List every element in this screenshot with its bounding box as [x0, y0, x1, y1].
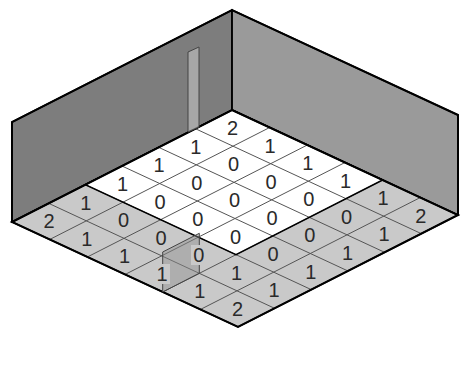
cell-number: 2 — [225, 118, 240, 138]
cell-number: 0 — [302, 225, 317, 245]
cell-number: 0 — [226, 154, 241, 174]
cell-number: 1 — [300, 153, 315, 173]
left-wall — [12, 10, 232, 222]
cell-number: 0 — [301, 189, 316, 209]
cell-number: 0 — [153, 192, 168, 212]
back-mirror — [188, 47, 199, 132]
floor-outline — [12, 110, 458, 327]
grid-lines — [49, 128, 422, 310]
cell-number: 0 — [190, 209, 205, 229]
cell-number: 0 — [116, 210, 131, 230]
cell-number: 0 — [266, 244, 281, 264]
cell-number: 1 — [303, 262, 318, 282]
cell-number: 0 — [189, 173, 204, 193]
cell-number: 1 — [338, 171, 353, 191]
cell-number: 0 — [154, 228, 169, 248]
cell-number: 0 — [265, 208, 280, 228]
box-rim — [12, 10, 458, 222]
cell-number: 1 — [79, 229, 94, 249]
right-wall — [232, 10, 458, 215]
cell-number: 1 — [152, 155, 167, 175]
cell-number: 0 — [227, 190, 242, 210]
cell-number: 1 — [78, 193, 93, 213]
cell-number: 1 — [267, 280, 282, 300]
cell-number: 0 — [191, 245, 206, 265]
cell-number: 2 — [413, 206, 428, 226]
cell-number: 1 — [377, 224, 392, 244]
cell-number: 0 — [228, 227, 243, 247]
cell-number: 0 — [264, 172, 279, 192]
cell-number: 1 — [263, 136, 278, 156]
cell-number: 1 — [155, 264, 170, 284]
floor — [12, 110, 458, 327]
cell-number: 1 — [229, 263, 244, 283]
board-outline — [85, 110, 382, 255]
cell-number: 1 — [115, 174, 130, 194]
cell-number: 1 — [117, 246, 132, 266]
cell-number: 2 — [230, 299, 245, 319]
cell-number: 0 — [339, 207, 354, 227]
cell-number: 1 — [376, 188, 391, 208]
cell-number: 1 — [188, 137, 203, 157]
back-edge — [231, 10, 233, 110]
cell-number: 1 — [192, 281, 207, 301]
cell-number: 2 — [42, 211, 57, 231]
cell-number: 1 — [340, 243, 355, 263]
